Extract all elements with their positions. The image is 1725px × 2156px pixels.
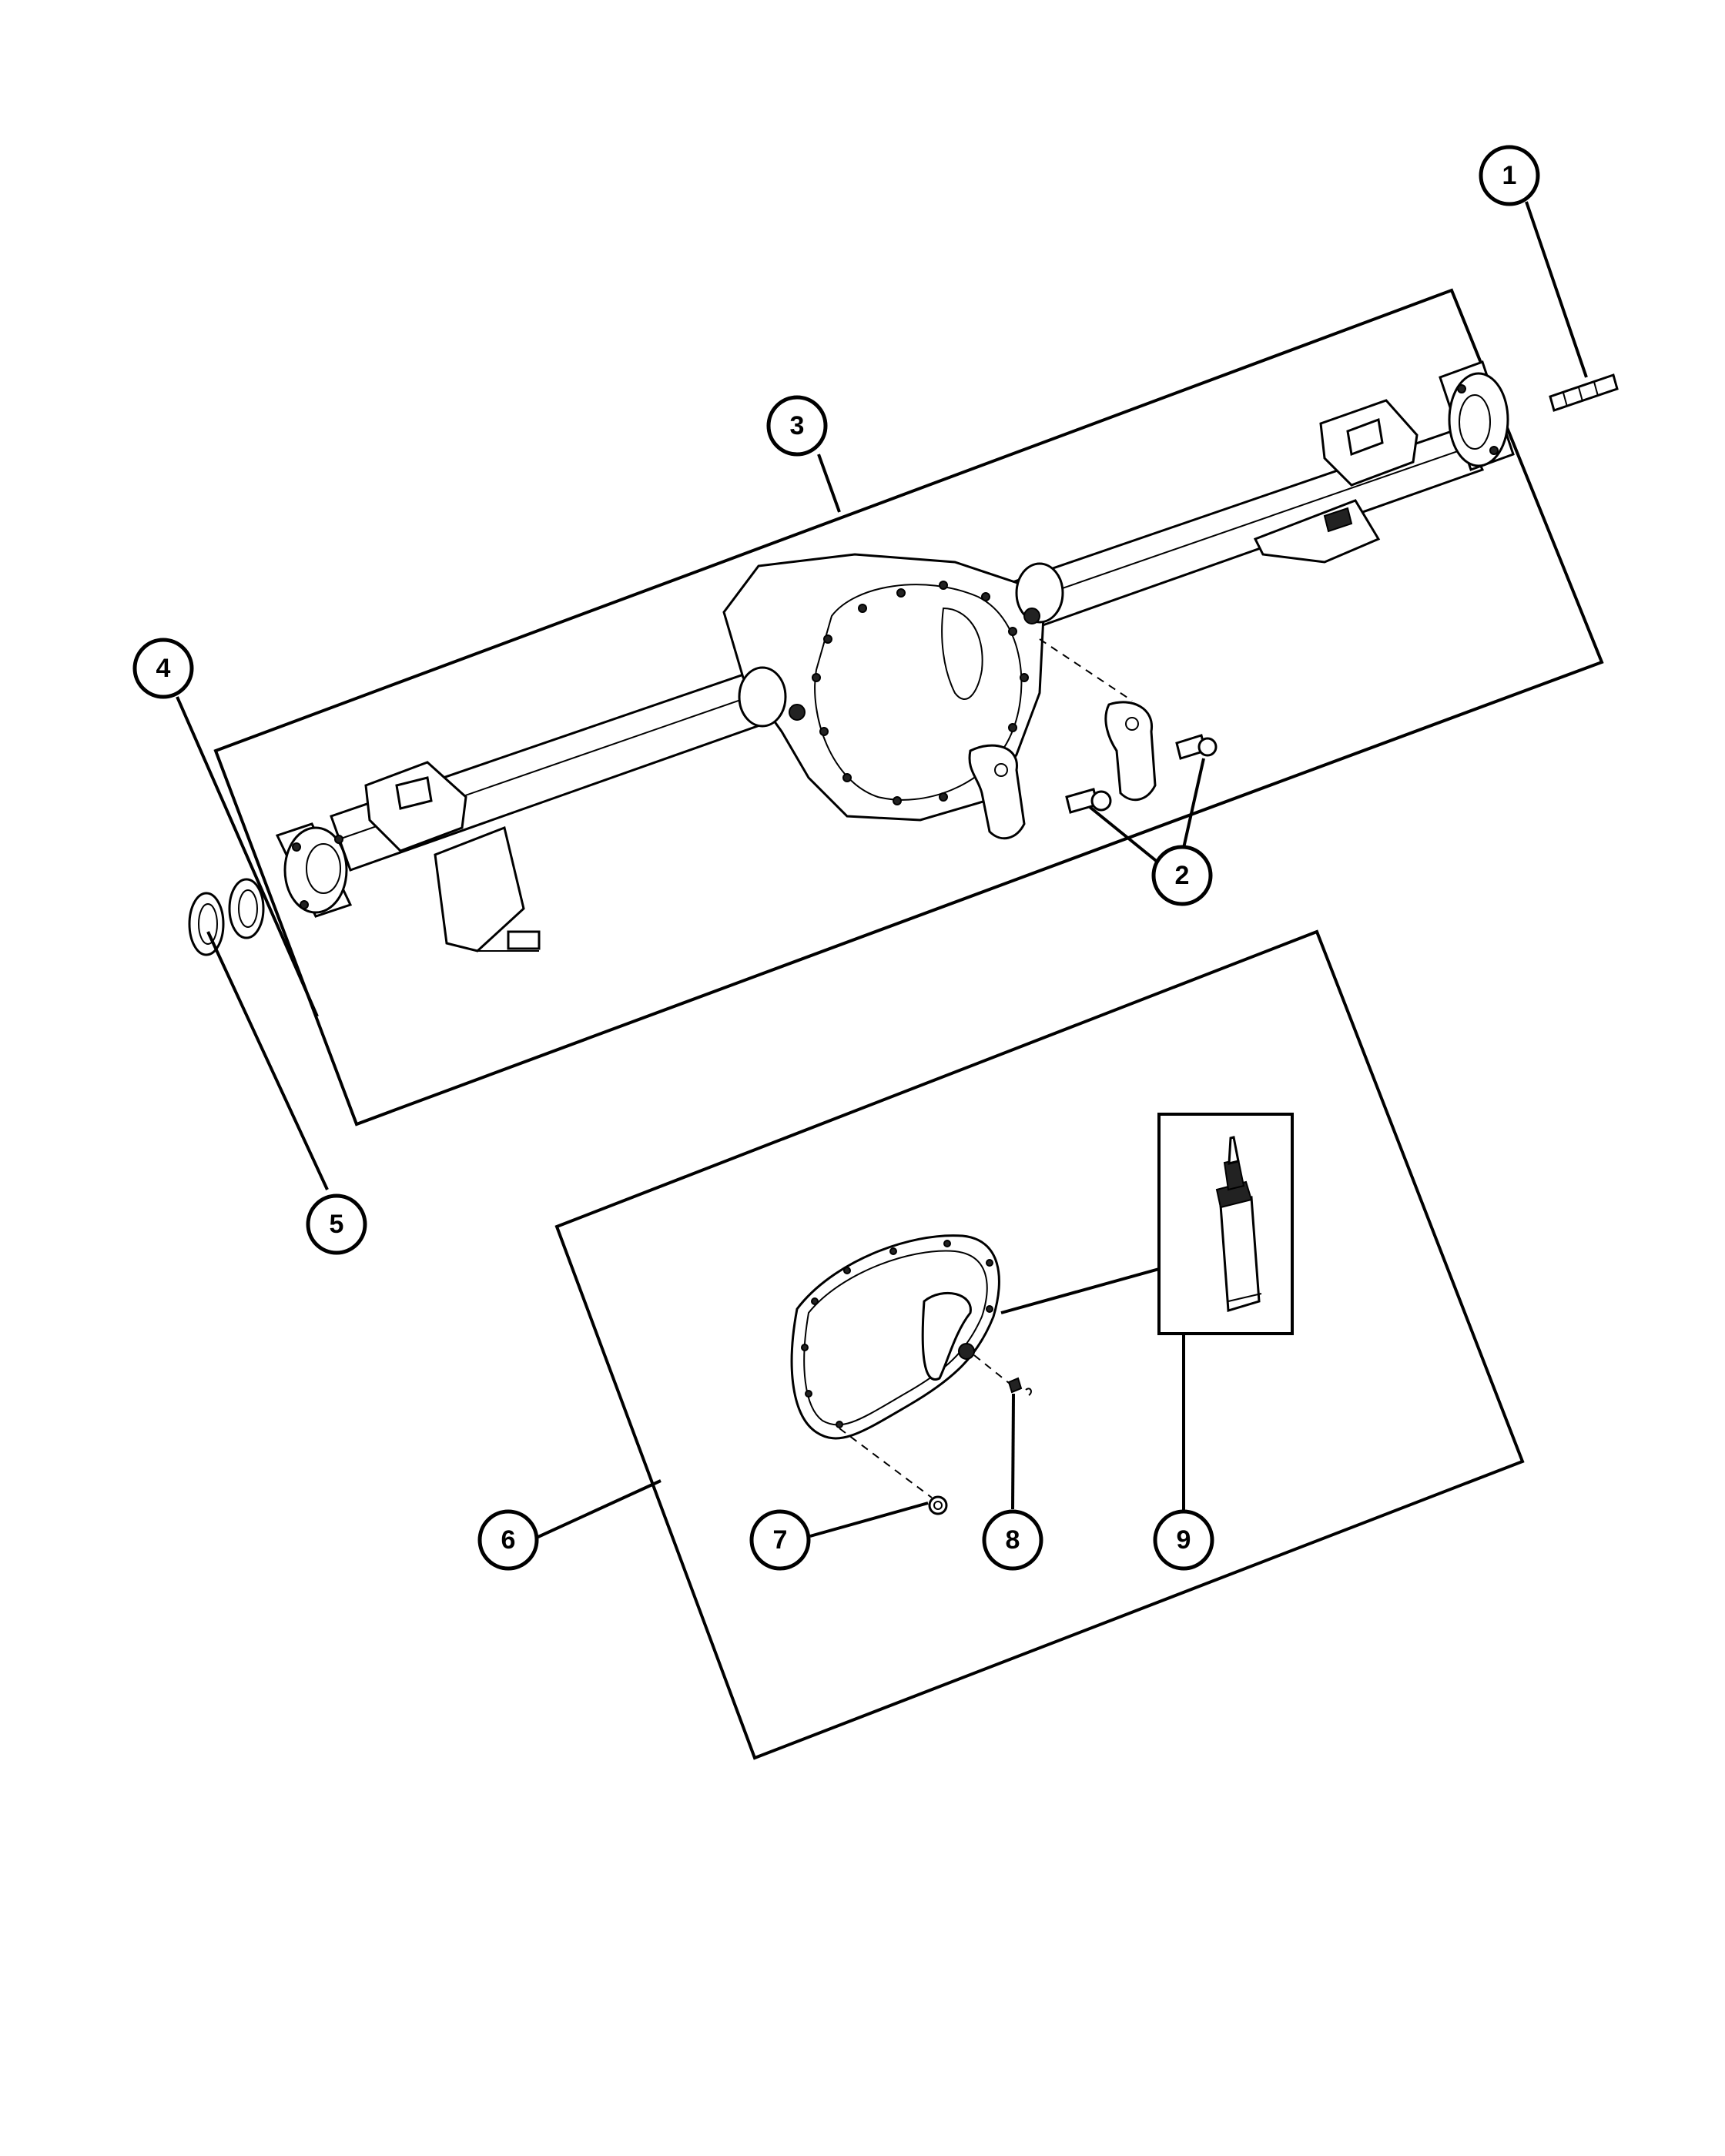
cover-bolt [928,1495,948,1515]
callout-2-label: 2 [1175,861,1190,890]
leader-6 [531,1479,662,1542]
callout-8: 8 [982,1509,1043,1571]
differential-cover [790,1234,1013,1498]
callout-9-label: 9 [1177,1525,1191,1555]
callout-5: 5 [306,1194,367,1255]
leader-sealant [1000,1267,1160,1314]
leader-3 [817,454,841,513]
callout-8-label: 8 [1006,1525,1020,1555]
leader-7 [809,1502,929,1538]
callout-1: 1 [1479,145,1540,206]
leader-2a [1088,805,1164,868]
callout-9: 9 [1153,1509,1214,1571]
cover-kit-frame [554,929,1525,1760]
callout-4-label: 4 [156,654,171,683]
callout-3: 3 [766,395,828,457]
callout-6-label: 6 [501,1525,516,1555]
stud [1549,373,1619,412]
leader-5 [206,931,329,1190]
callout-7: 7 [749,1509,811,1571]
leader-2b [1181,758,1205,855]
leader-4 [176,696,319,1017]
sealant-box [1157,1113,1294,1335]
callout-2: 2 [1151,845,1213,906]
callout-7-label: 7 [773,1525,788,1555]
callout-4: 4 [132,638,194,699]
axle-bearing-retainer [188,892,225,956]
bearing-caps [968,638,1157,840]
callout-6: 6 [477,1509,539,1571]
axle-seal [228,878,265,939]
axle-housing [275,360,1515,952]
cap-bolts [1065,734,1218,814]
callout-1-label: 1 [1502,161,1517,190]
fill-plug [1007,1377,1032,1396]
sealant-tube [1215,1136,1262,1312]
leader-1 [1525,201,1588,378]
callout-5-label: 5 [330,1210,344,1239]
callout-3-label: 3 [790,411,805,440]
